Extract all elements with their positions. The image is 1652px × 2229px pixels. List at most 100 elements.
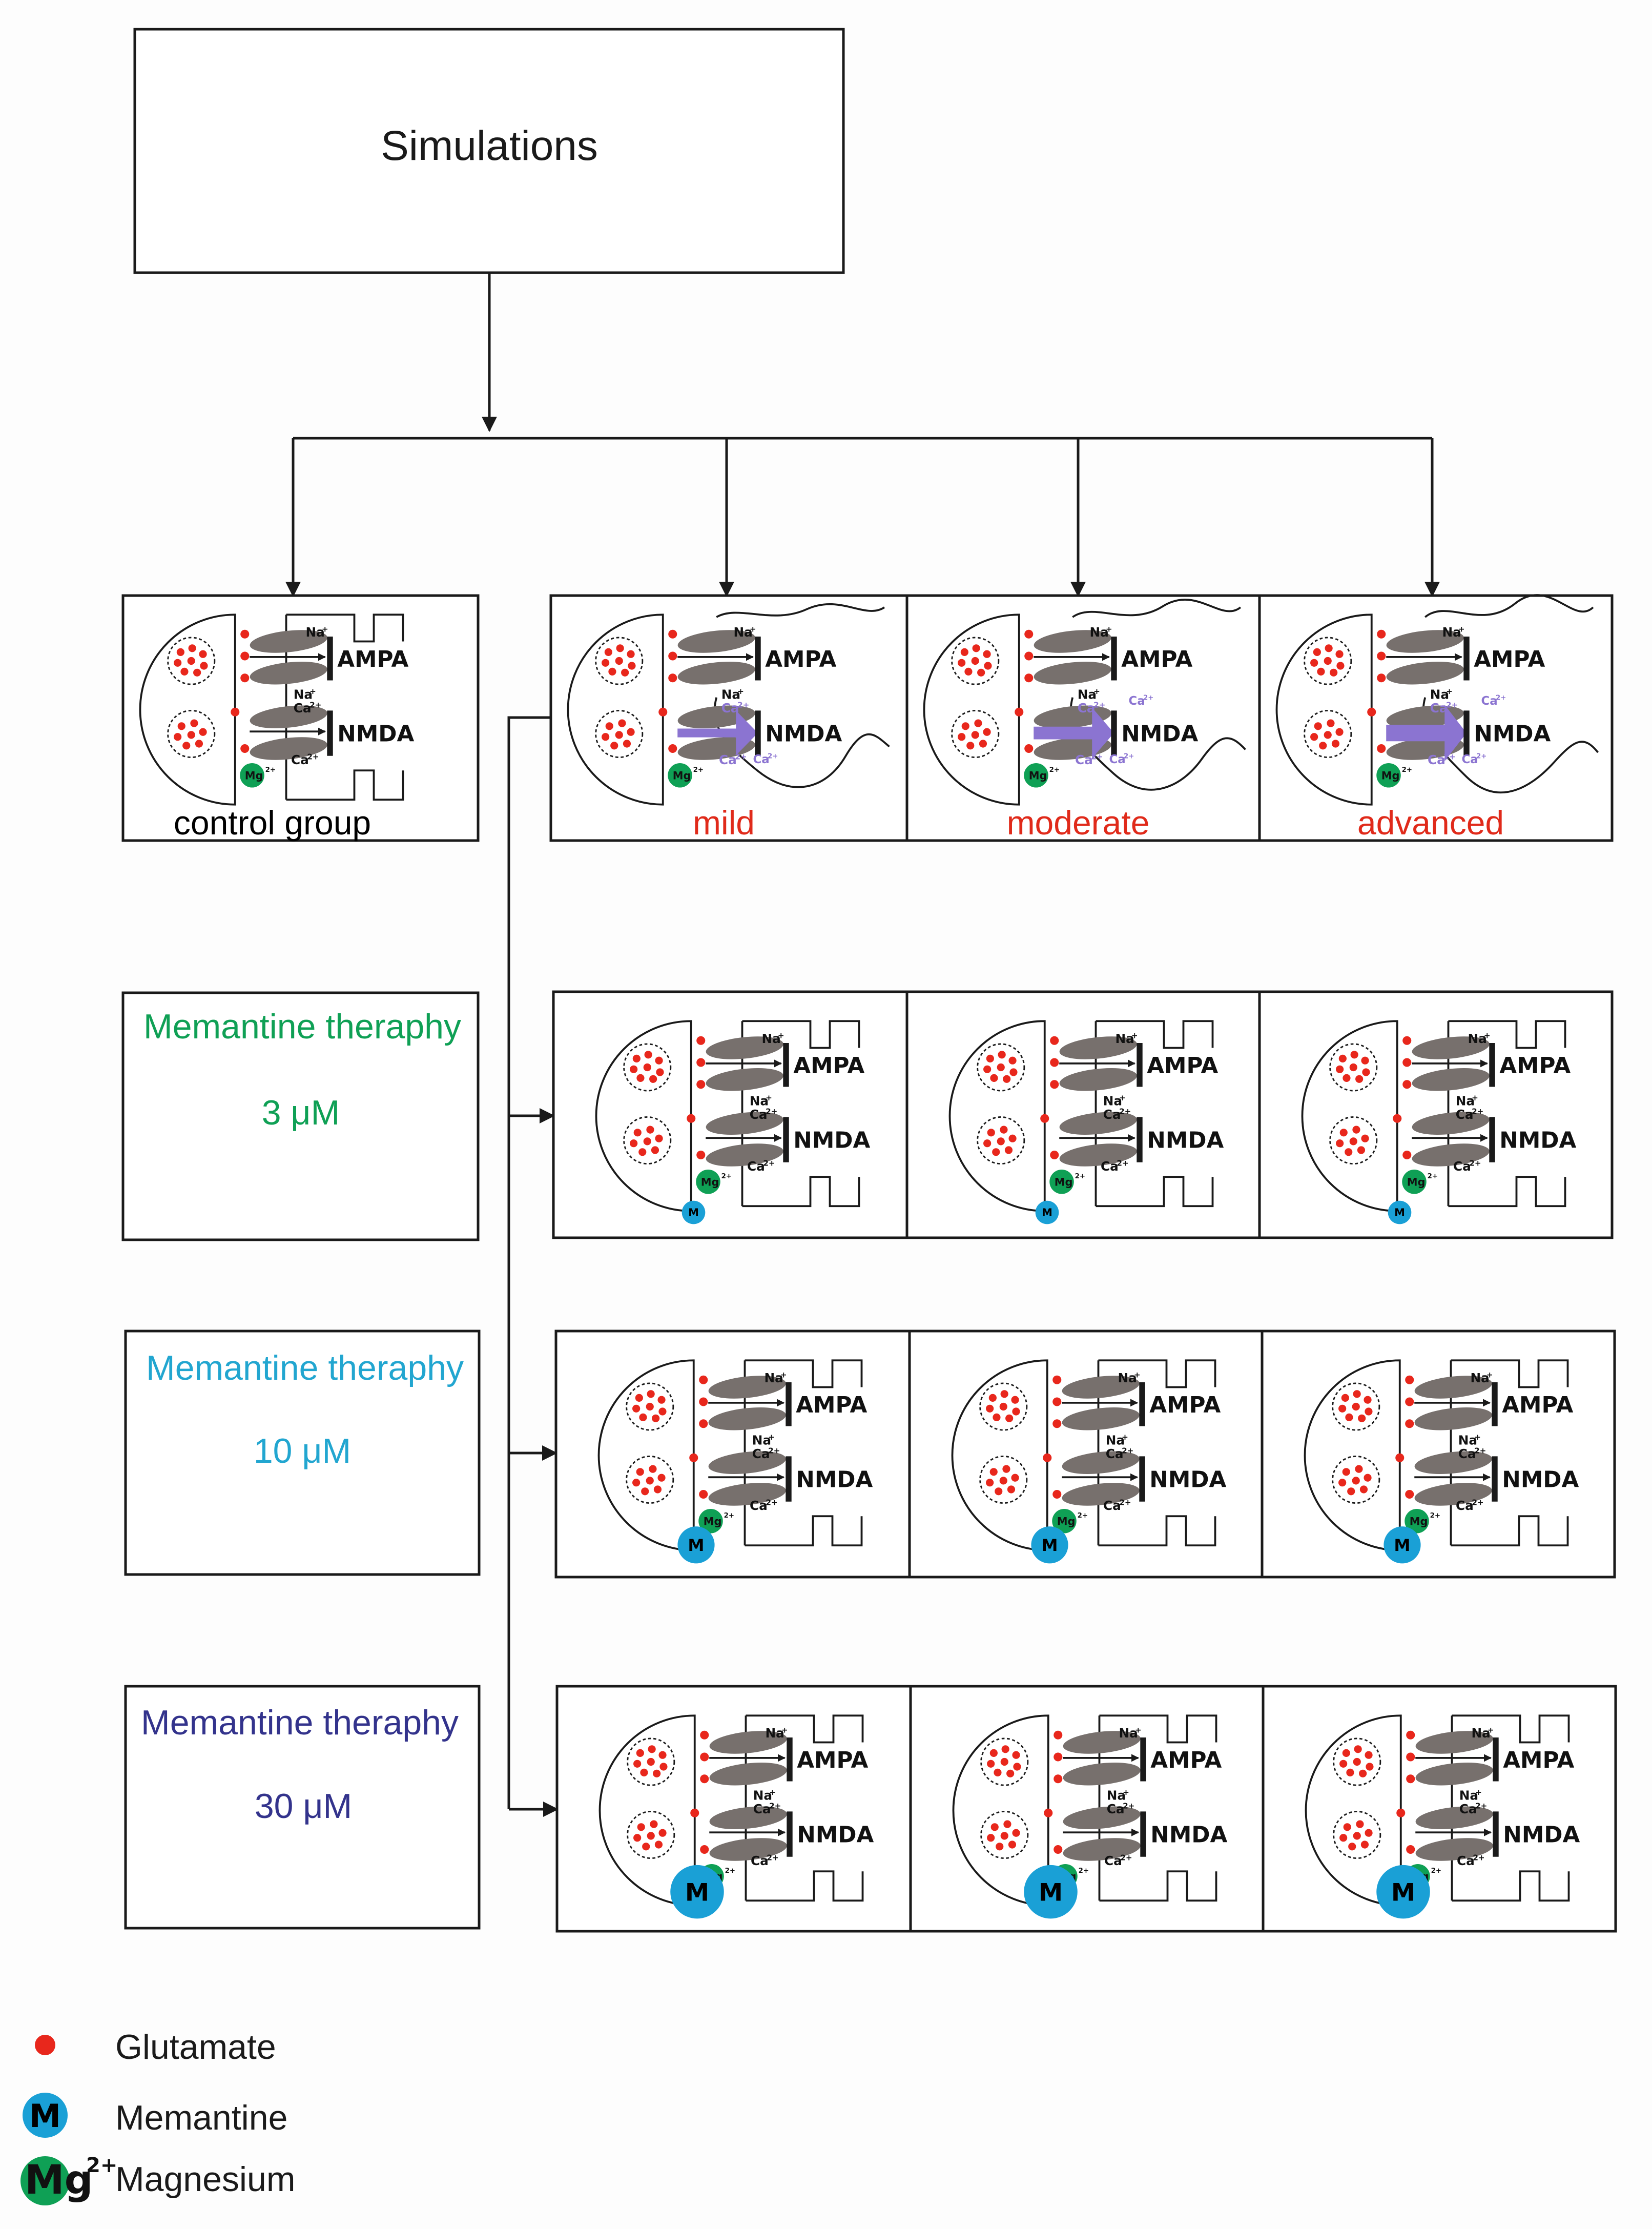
receptor-subunit	[1415, 1838, 1493, 1861]
glutamate-dot	[657, 1474, 666, 1482]
glutamate-dot	[187, 731, 195, 739]
glutamate-dot	[1003, 1075, 1011, 1083]
glutamate-dot	[240, 673, 250, 683]
receptor-label-nmda: NMDA	[1503, 1822, 1580, 1848]
glutamate-dot	[1406, 1752, 1415, 1762]
ion-label-ca-sup: 2+	[737, 701, 749, 710]
magnesium-ion-label: Mg	[1029, 769, 1047, 782]
glutamate-dot	[177, 722, 185, 730]
receptor-label-ampa: AMPA	[337, 646, 408, 672]
glutamate-dot	[240, 744, 250, 753]
ion-label-na: Na	[1107, 1788, 1126, 1803]
ion-label-ca: Ca	[1456, 1107, 1474, 1122]
ion-label-ca: Ca	[753, 753, 770, 766]
glutamate-dot	[999, 1477, 1007, 1485]
magnesium-ion-sup: 2+	[1078, 1512, 1088, 1520]
glutamate-dot	[1359, 1485, 1368, 1494]
ion-label-ca: Ca	[1106, 1446, 1124, 1461]
ion-label-ca: Ca	[1103, 1498, 1121, 1513]
ion-label-ca-sup: 2+	[766, 1498, 777, 1507]
receptor-subunit	[1062, 1483, 1140, 1506]
glutamate-dot	[616, 644, 624, 652]
glutamate-dot	[1361, 1134, 1369, 1142]
ion-label-na-sup: +	[1458, 625, 1465, 634]
ion-label-ca-sup: 2+	[1143, 694, 1153, 702]
glutamate-dot	[1339, 1129, 1348, 1137]
ca-influx-arrowhead	[1092, 707, 1114, 759]
receptor-subunit	[1386, 705, 1464, 729]
ion-label-ca: Ca	[1462, 753, 1478, 766]
glutamate-dot	[195, 740, 203, 748]
ca-influx-arrowhead	[1444, 705, 1467, 762]
glutamate-dot	[649, 1075, 657, 1083]
glutamate-dot	[646, 1126, 654, 1134]
receptor-label-nmda: NMDA	[1147, 1127, 1224, 1153]
ion-label-na-sup: +	[1122, 1433, 1128, 1442]
glutamate-dot	[1335, 650, 1344, 658]
glutamate-dot	[1024, 629, 1034, 639]
glutamate-dot	[996, 1843, 1004, 1851]
magnesium-ion-sup: 2+	[1428, 1173, 1438, 1180]
glutamate-dot	[1377, 673, 1386, 683]
glutamate-dot	[1396, 1808, 1406, 1817]
ion-label-ca-sup: 2+	[1093, 701, 1105, 710]
magnesium-ion-label: Mg	[1381, 769, 1400, 782]
receptor-subunit	[1386, 737, 1464, 760]
glutamate-dot	[1366, 1763, 1374, 1771]
receptor-label-nmda: NMDA	[1499, 1127, 1576, 1153]
glutamate-dot	[1405, 1375, 1414, 1384]
receptor-subunit	[1415, 1762, 1493, 1786]
glutamate-dot	[696, 1080, 706, 1089]
ion-label-ca: Ca	[1428, 752, 1446, 767]
magnesium-ion-sup: 2+	[1075, 1173, 1085, 1180]
glutamate-dot	[654, 1841, 663, 1849]
ion-label-na-sup: +	[1472, 1093, 1478, 1102]
magnesium-ion-sup: 2+	[693, 766, 704, 774]
glutamate-dot	[984, 662, 992, 670]
glutamate-dot	[1002, 1465, 1010, 1473]
ion-label-na: Na	[765, 1371, 783, 1385]
glutamate-dot	[636, 1074, 645, 1082]
glutamate-dot	[1012, 1407, 1020, 1416]
legend-label-memantine: Memantine	[115, 2098, 287, 2137]
receptor-subunit	[677, 737, 755, 760]
therapy-box-30uM: Memantine theraphy 30 μM	[124, 1685, 481, 1930]
ion-label-ca: Ca	[1103, 1107, 1121, 1122]
glutamate-dot	[1044, 1808, 1053, 1817]
ion-label-ca: Ca	[721, 701, 739, 715]
ion-label-na: Na	[753, 1788, 772, 1803]
ion-label-ca: Ca	[719, 752, 737, 767]
glutamate-dot	[1361, 1056, 1369, 1065]
receptor-label-ampa: AMPA	[765, 646, 836, 672]
receptor-subunit	[706, 1068, 783, 1091]
receptor-subunit	[706, 1036, 783, 1059]
glutamate-dot	[636, 1468, 644, 1476]
glutamate-dot	[176, 648, 184, 656]
legend-label-magnesium: Magnesium	[115, 2160, 296, 2199]
receptor-label-nmda: NMDA	[796, 1466, 873, 1492]
receptor-subunit	[677, 630, 755, 653]
glutamate-dot	[1402, 1080, 1412, 1089]
ion-label-ca: Ca	[1457, 1853, 1475, 1868]
ion-label-na-sup: +	[1119, 1093, 1126, 1102]
ion-label-na-sup: +	[778, 1031, 784, 1040]
glutamate-dot	[1054, 1752, 1063, 1762]
glutamate-dot	[1004, 1146, 1013, 1154]
receptor-subunit	[1414, 1376, 1492, 1399]
receptor-subunit	[1412, 1112, 1490, 1135]
glutamate-dot	[1338, 1479, 1347, 1487]
glutamate-dot	[632, 1404, 641, 1413]
receptor-subunit	[1034, 705, 1111, 729]
glutamate-dot	[640, 1768, 648, 1776]
glutamate-dot	[658, 1751, 667, 1759]
receptor-subunit	[250, 630, 327, 653]
glutamate-dot	[180, 667, 189, 676]
glutamate-dot	[1317, 667, 1325, 676]
glutamate-dot	[696, 1150, 706, 1160]
glutamate-dot	[1040, 1114, 1049, 1123]
glutamate-dot	[646, 1477, 654, 1485]
glutamate-dot	[638, 1148, 647, 1156]
